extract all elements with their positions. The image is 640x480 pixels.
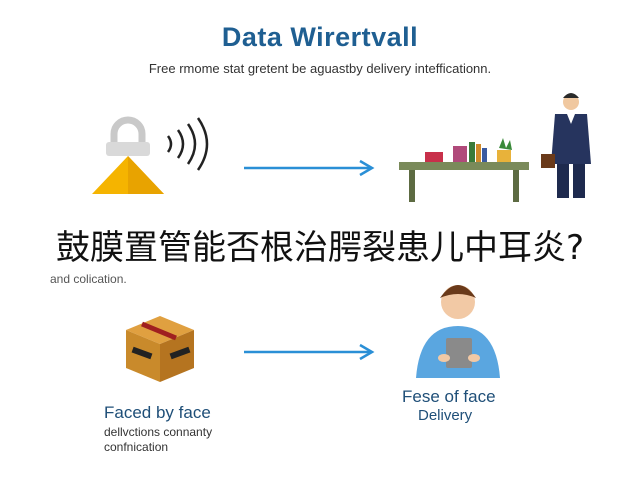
bottom-left-line-1: dellvctions connanty bbox=[104, 425, 213, 439]
arrow-right-bottom bbox=[244, 343, 375, 361]
businessman-table-illustration bbox=[399, 93, 591, 202]
overlay-question: 鼓膜置管能否根治腭裂患儿中耳炎? bbox=[55, 228, 585, 268]
bottom-right-title: Fese of face bbox=[402, 387, 496, 406]
page-subtitle: Free rmome stat gretent be aguastby deli… bbox=[148, 61, 492, 76]
bottom-right-subtitle: Delivery bbox=[418, 407, 473, 424]
page-title: Data Wirertvall bbox=[221, 22, 419, 52]
person-tablet-illustration bbox=[416, 285, 500, 378]
middle-left-line: and colication. bbox=[50, 272, 127, 286]
bottom-left-title: Faced by face bbox=[104, 403, 211, 422]
arrow-right-top bbox=[244, 159, 375, 177]
bottom-left-line-2: confnication bbox=[104, 440, 169, 454]
lock-signal-icon bbox=[92, 116, 209, 194]
package-box-icon bbox=[126, 316, 194, 382]
